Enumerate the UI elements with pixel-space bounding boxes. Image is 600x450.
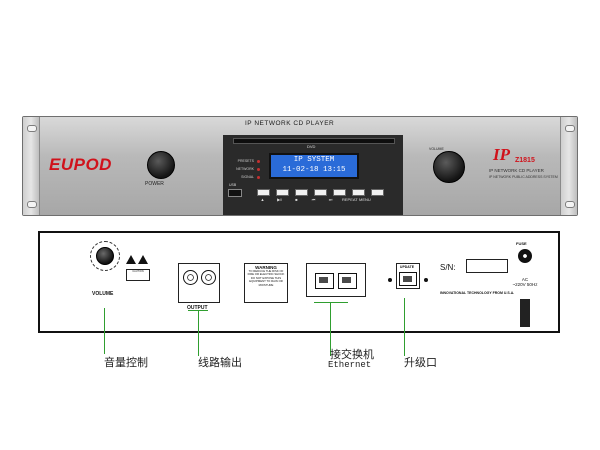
stop-icon: ■ xyxy=(295,197,298,202)
callout-ethernet-cn: 接交换机 xyxy=(330,348,374,361)
update-port-box xyxy=(396,263,420,289)
rack-hole xyxy=(27,201,37,208)
display-panel: DVD PRESETS NETWORK SIGNAL IP SYSTEM 11-… xyxy=(223,135,403,215)
callout-volume: 音量控制 xyxy=(104,356,148,369)
model-subtitle-2: IP NETWORK PUBLIC ADDRESS SYSTEM xyxy=(489,175,558,179)
led-label: PRESETS xyxy=(237,159,254,163)
volume-knob[interactable] xyxy=(433,151,465,183)
callout-line-volume xyxy=(104,308,105,354)
menu-label: MENU xyxy=(359,197,371,202)
rack-hole xyxy=(565,125,575,132)
model-number: Z1815 xyxy=(515,157,535,164)
front-panel: EUPOD POWER IP NETWORK CD PLAYER DVD PRE… xyxy=(22,116,578,216)
warning-title: WARNING xyxy=(255,265,277,270)
output-jack[interactable] xyxy=(201,270,216,285)
callout-ethernet-en: Ethernet xyxy=(328,360,372,370)
next-icon: ⏭ xyxy=(328,197,333,202)
transport-buttons xyxy=(257,189,384,196)
rack-hole xyxy=(27,125,37,132)
cd-player-title: IP NETWORK CD PLAYER xyxy=(245,120,335,127)
power-cord xyxy=(520,299,530,327)
update-label: UPDATE xyxy=(399,265,415,269)
output-jack[interactable] xyxy=(183,270,198,285)
rear-volume-label: VOLUME xyxy=(92,291,114,297)
power-button[interactable] xyxy=(147,151,175,179)
serial-number-box xyxy=(466,259,508,273)
eject-icon: ▲ xyxy=(260,197,265,202)
caution-label: CAUTION xyxy=(126,269,150,281)
callout-line-update xyxy=(404,298,405,356)
eject-button[interactable] xyxy=(257,189,270,196)
usb-label: USB xyxy=(229,183,237,187)
led-row: SIGNAL xyxy=(226,173,260,181)
update-port[interactable] xyxy=(399,272,417,286)
callout-line-output xyxy=(188,310,208,311)
usb-port[interactable] xyxy=(228,189,242,197)
screw-icon xyxy=(424,278,428,282)
warning-label: WARNING TO REDUCE THE RISK OF FIRE OR EL… xyxy=(244,263,288,303)
callout-line-ethernet xyxy=(330,302,331,356)
rack-ear-right xyxy=(560,117,577,215)
lcd-line-2: 11-02-18 13:15 xyxy=(282,166,346,174)
rack-ear-left xyxy=(23,117,40,215)
repeat-label: REPEAT xyxy=(342,197,358,202)
callout-line-output xyxy=(198,310,199,356)
led-row: PRESETS xyxy=(226,157,260,165)
transport-labels: ▲ ▶‖ ■ ⏮ ⏭ REPEAT MENU xyxy=(257,197,371,202)
menu-button[interactable] xyxy=(371,189,384,196)
serial-number-label: S/N: xyxy=(440,263,456,272)
warning-text: TO REDUCE THE RISK OF FIRE OR ELECTRIC S… xyxy=(247,269,285,287)
warning-triangle-icon xyxy=(138,255,148,264)
cd-slot xyxy=(233,138,395,144)
lcd-display: IP SYSTEM 11-02-18 13:15 xyxy=(269,153,359,179)
dvd-label: DVD xyxy=(307,144,316,149)
led-label: NETWORK xyxy=(236,167,254,171)
screw-icon xyxy=(388,278,392,282)
led-row: NETWORK xyxy=(226,165,260,173)
origin-text: INNOVATIONAL TECHNOLOGY FROM U.S.A. xyxy=(440,291,515,295)
fuse-holder[interactable] xyxy=(518,249,532,263)
lcd-line-1: IP SYSTEM xyxy=(293,156,335,164)
ethernet-port[interactable] xyxy=(315,273,334,289)
previous-button[interactable] xyxy=(314,189,327,196)
led-icon xyxy=(257,159,260,163)
volume-knob-label: VOLUME xyxy=(429,147,444,151)
output-connector-box xyxy=(178,263,220,303)
callout-output: 线路输出 xyxy=(198,356,242,369)
model-prefix: IP xyxy=(493,145,510,164)
play-pause-icon: ▶‖ xyxy=(277,197,282,202)
rear-volume-knob[interactable] xyxy=(96,247,114,265)
previous-icon: ⏮ xyxy=(311,197,316,202)
ethernet-port[interactable] xyxy=(338,273,357,289)
model-subtitle: IP NETWORK CD PLAYER xyxy=(489,168,544,173)
led-indicators: PRESETS NETWORK SIGNAL xyxy=(226,157,260,181)
brand-logo: EUPOD xyxy=(49,155,112,174)
next-button[interactable] xyxy=(333,189,346,196)
ethernet-ports xyxy=(306,263,366,297)
led-icon xyxy=(257,175,260,179)
fuse-label: FUSE xyxy=(516,241,527,246)
repeat-button[interactable] xyxy=(352,189,365,196)
rack-hole xyxy=(565,201,575,208)
led-label: SIGNAL xyxy=(241,175,254,179)
stop-button[interactable] xyxy=(295,189,308,196)
ac-label: AC ~220V 50Hz xyxy=(512,277,538,287)
output-label: OUTPUT xyxy=(187,305,208,311)
led-icon xyxy=(257,167,260,171)
callout-line-ethernet xyxy=(314,302,348,303)
volume-scale xyxy=(90,241,120,271)
warning-triangle-icon xyxy=(126,255,136,264)
power-label: POWER xyxy=(145,181,164,187)
rear-panel: VOLUME CAUTION OUTPUT WARNING TO REDUCE … xyxy=(38,231,560,333)
play-pause-button[interactable] xyxy=(276,189,289,196)
callout-update: 升级口 xyxy=(404,356,437,369)
